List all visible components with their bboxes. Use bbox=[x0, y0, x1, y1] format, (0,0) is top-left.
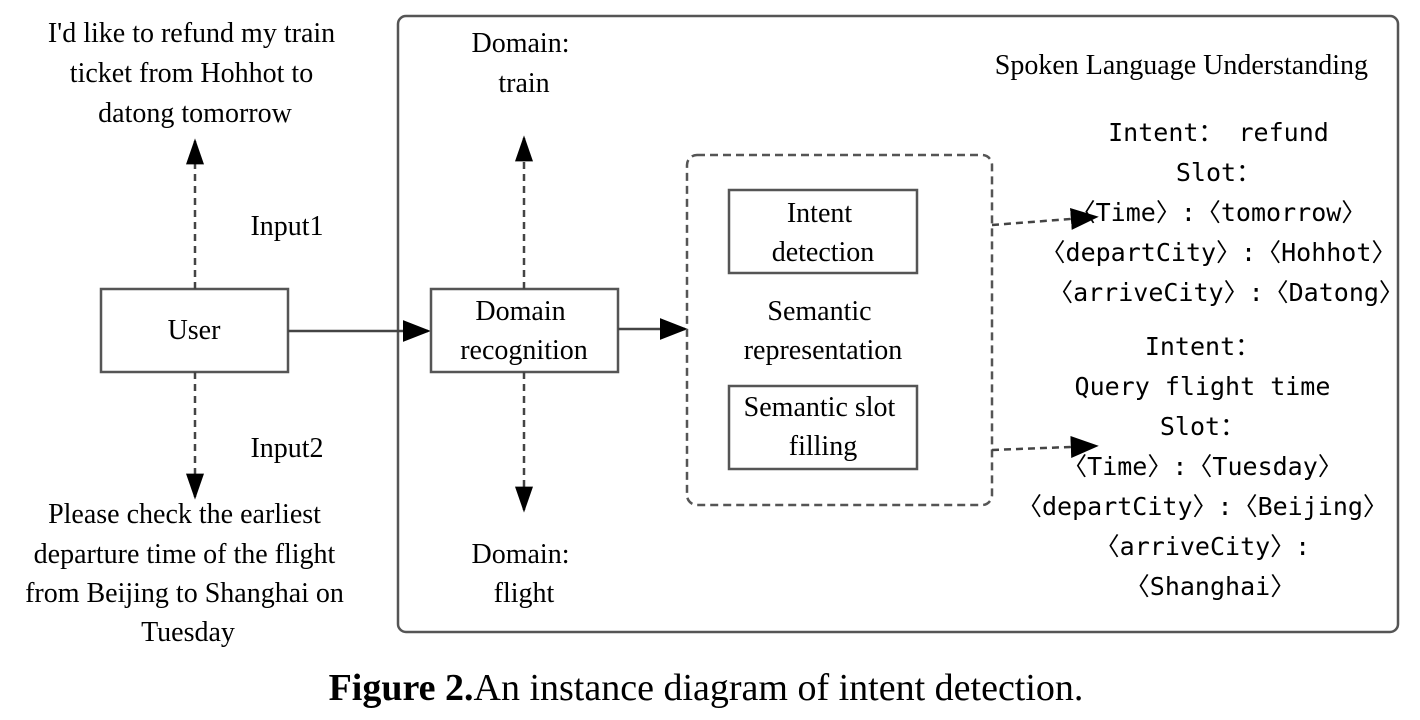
output-1-line: 〈arriveCity〉:〈Datong〉 bbox=[1048, 278, 1404, 307]
caption-number: Figure 2. bbox=[329, 667, 474, 709]
domain-train-label: Domain: train bbox=[472, 28, 577, 99]
output-1-line: Intent： refund bbox=[1108, 118, 1329, 147]
output-1-line: Slot： bbox=[1176, 158, 1261, 187]
slu-title: Spoken Language Understanding bbox=[995, 50, 1368, 81]
input-text-1: I'd like to refund my train ticket from … bbox=[48, 18, 342, 129]
domain-train-line: Domain: bbox=[472, 28, 570, 59]
user-label: User bbox=[168, 315, 222, 346]
slot-filling-box bbox=[727, 384, 919, 471]
domain-recognition-line: Domain bbox=[475, 296, 565, 327]
semantic-group-box bbox=[685, 153, 994, 507]
input-text-2-line: Please check the earliest bbox=[48, 499, 321, 530]
output-2-line: Intent： bbox=[1145, 332, 1260, 361]
output-1-line: 〈Time〉:〈tomorrow〉 bbox=[1071, 198, 1367, 227]
output-2-arrow bbox=[991, 435, 1099, 458]
input-text-1-line: ticket from Hohhot to bbox=[70, 58, 313, 89]
slot-filling-line: filling bbox=[789, 431, 857, 462]
slot-filling-line: Semantic slot bbox=[744, 392, 896, 423]
input-text-2-line: Tuesday bbox=[141, 617, 235, 648]
slu-container bbox=[396, 14, 1400, 634]
output-1-line: 〈departCity〉:〈Hohhot〉 bbox=[1041, 238, 1397, 267]
intent-detection-label: Intent detection bbox=[772, 198, 875, 268]
semantic-representation-line: representation bbox=[744, 335, 903, 366]
output-2: Intent： Query flight time Slot： 〈Time〉:〈… bbox=[1017, 332, 1403, 601]
output-2-line: 〈Shanghai〉 bbox=[1125, 572, 1295, 601]
output-2-line: Query flight time bbox=[1075, 372, 1331, 401]
intent-detection-line: detection bbox=[772, 237, 875, 268]
domain-flight-line: Domain: bbox=[472, 539, 570, 570]
input-text-1-line: datong tomorrow bbox=[98, 98, 292, 129]
semantic-representation-label: Semantic representation bbox=[744, 296, 903, 366]
domain-train-line: train bbox=[498, 68, 549, 99]
figure-caption: Figure 2.An instance diagram of intent d… bbox=[329, 667, 1084, 709]
input-text-1-line: I'd like to refund my train bbox=[48, 18, 335, 49]
output-2-line: 〈Time〉:〈Tuesday〉 bbox=[1062, 452, 1343, 481]
output-2-line: 〈departCity〉:〈Beijing〉 bbox=[1017, 492, 1388, 521]
caption-text: An instance diagram of intent detection. bbox=[474, 667, 1084, 709]
domain-flight-line: flight bbox=[494, 578, 555, 609]
semantic-representation-line: Semantic bbox=[767, 296, 871, 327]
intent-detection-box bbox=[727, 188, 919, 275]
output-2-line: Slot： bbox=[1160, 412, 1245, 441]
input-text-2-line: departure time of the flight bbox=[34, 539, 336, 570]
domain-recognition-label: Domain recognition bbox=[460, 296, 588, 366]
input-text-2: Please check the earliest departure time… bbox=[25, 499, 351, 648]
output-2-line: 〈arriveCity〉: bbox=[1095, 532, 1311, 561]
input-label-2: Input2 bbox=[250, 433, 323, 464]
domain-recognition-line: recognition bbox=[460, 335, 588, 366]
output-1: Intent： refund Slot： 〈Time〉:〈tomorrow〉 〈… bbox=[1041, 118, 1412, 307]
intent-detection-line: Intent bbox=[787, 198, 853, 229]
output-1-arrow bbox=[991, 207, 1099, 230]
domain-flight-label: Domain: flight bbox=[472, 539, 577, 609]
input-label-1: Input1 bbox=[250, 211, 323, 242]
input-text-2-line: from Beijing to Shanghai on bbox=[25, 578, 344, 609]
slot-filling-label: Semantic slot filling bbox=[744, 392, 903, 462]
domain-recognition-box bbox=[429, 287, 620, 374]
